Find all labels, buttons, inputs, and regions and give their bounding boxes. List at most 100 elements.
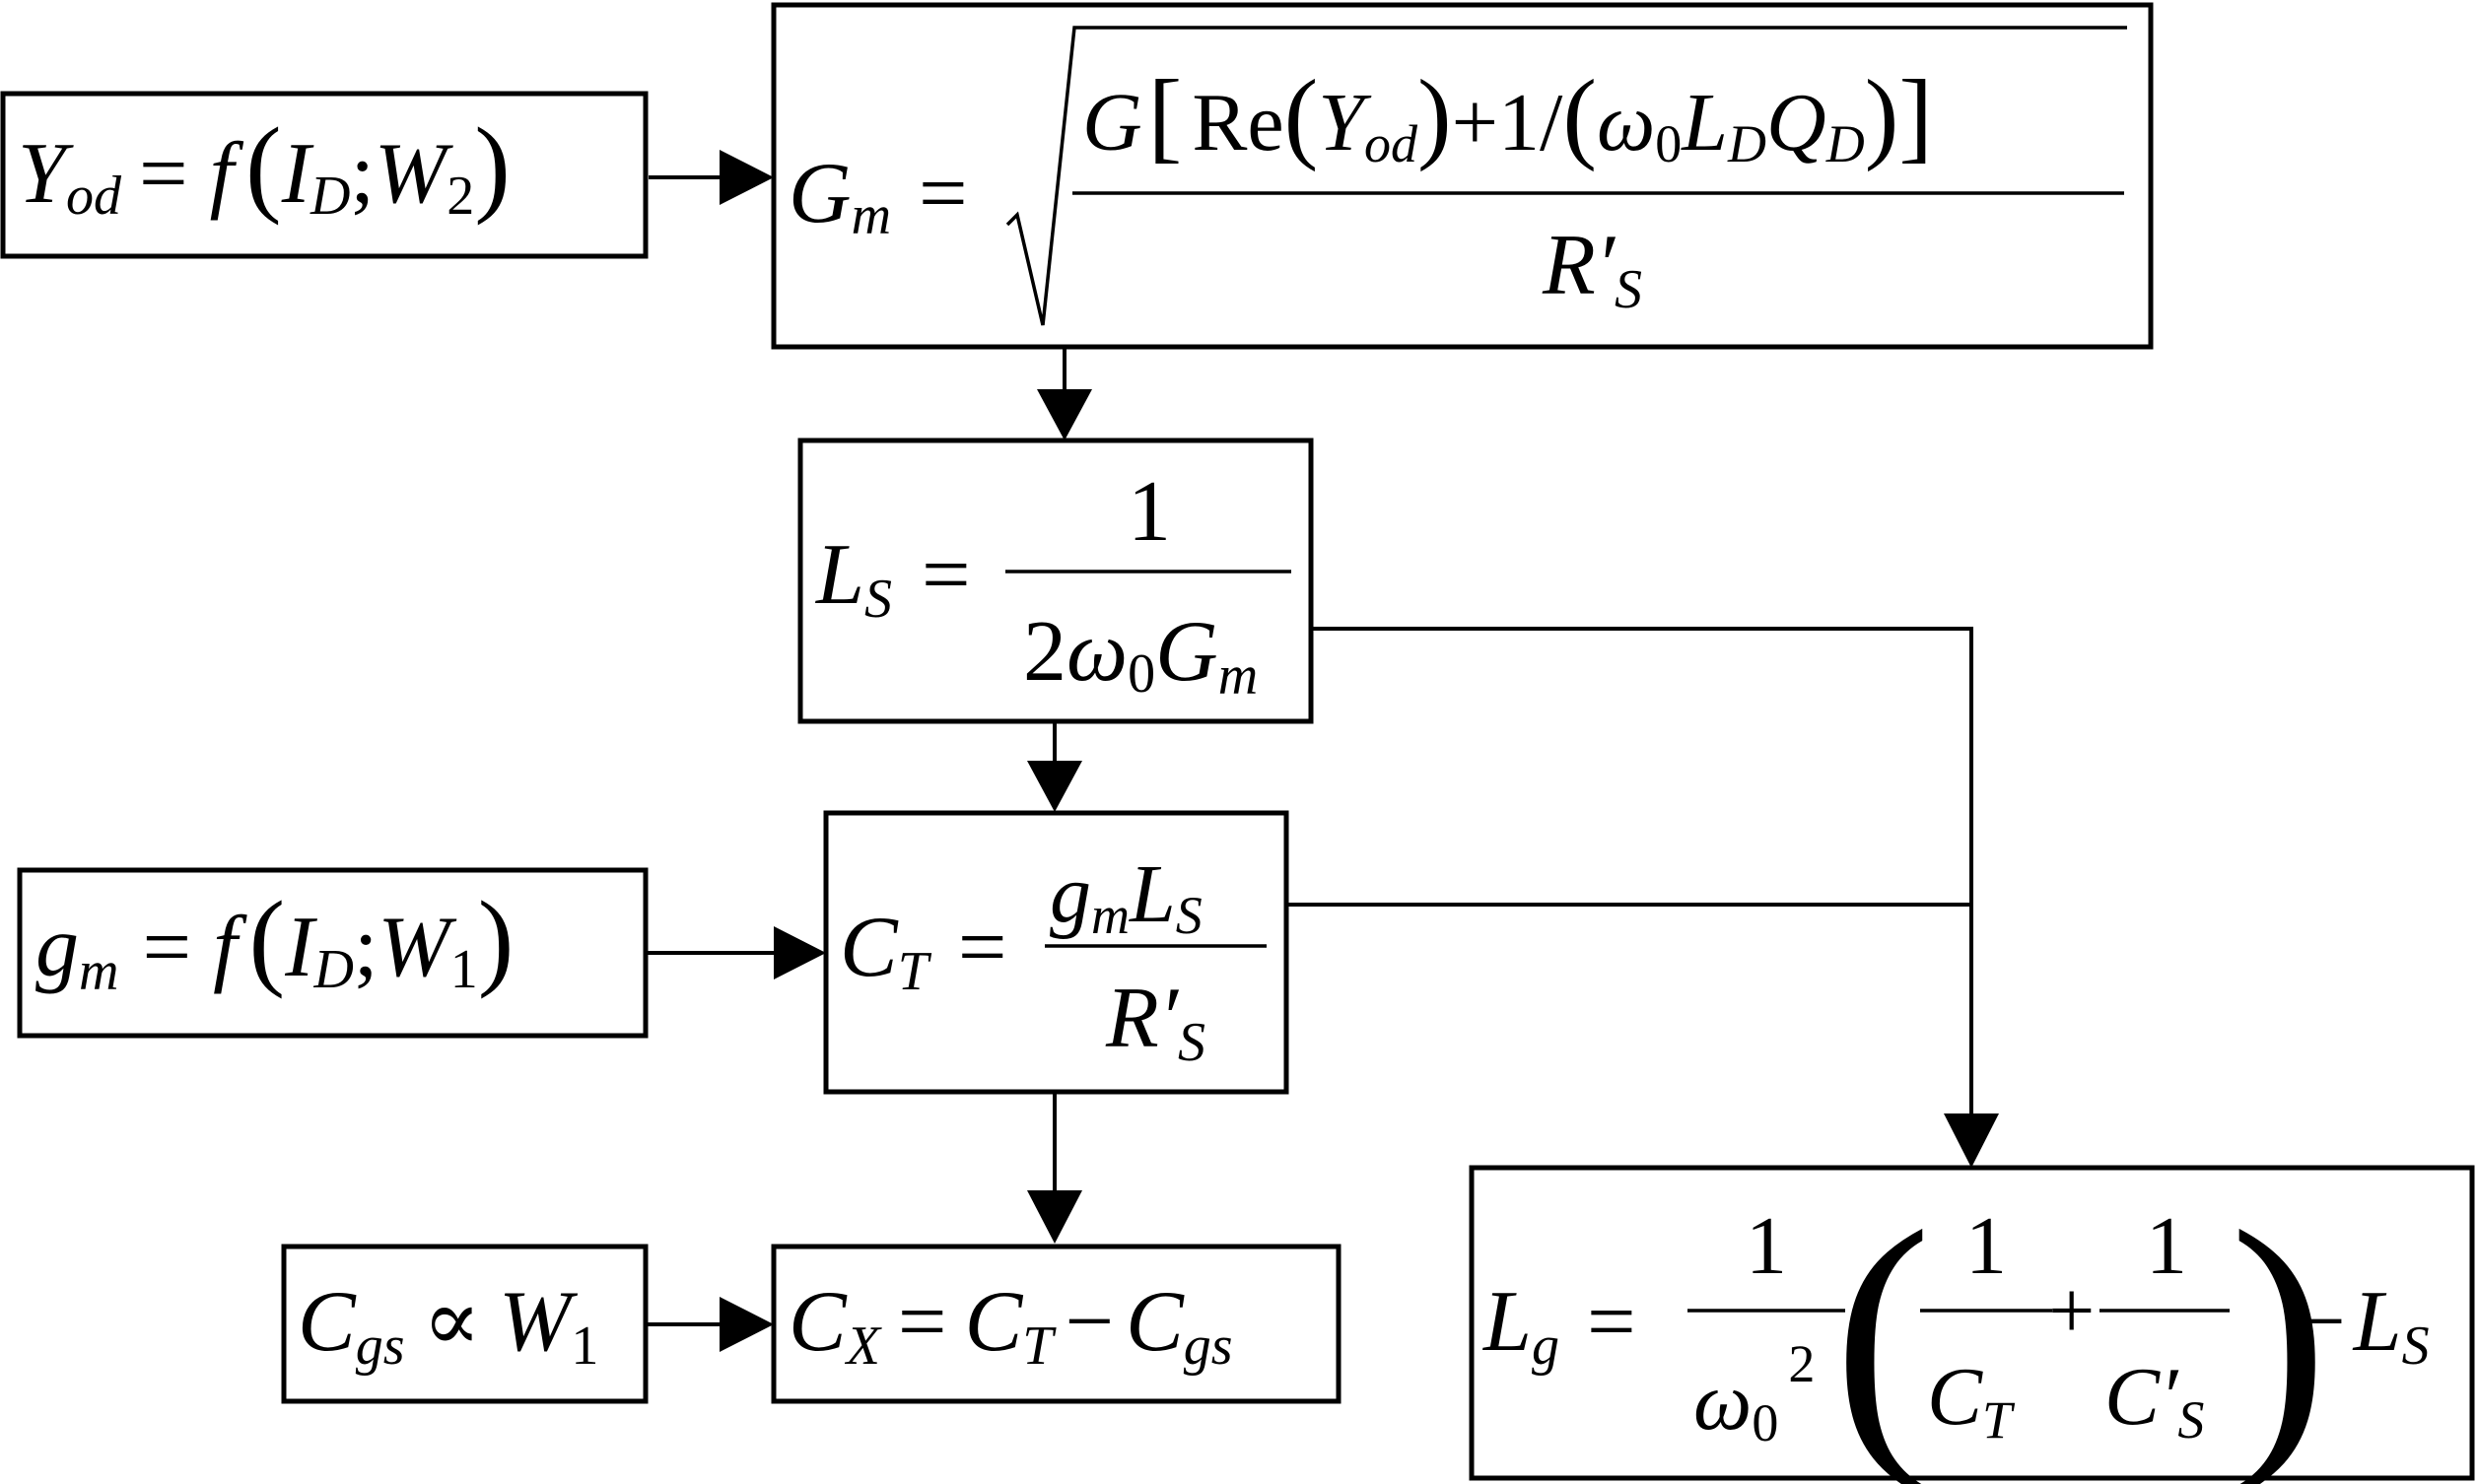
connectors [646, 150, 1999, 1352]
ls-den-G-sub: m [1218, 645, 1258, 707]
gmw-lparen: ( [249, 879, 286, 999]
cgs-box: Cgs∝W1 [281, 1244, 649, 1404]
arrowhead-yod-to-gm [720, 150, 774, 205]
svg-text:CX=CT−Cgs: CX=CT−Cgs [789, 1274, 1233, 1377]
ls-eq: = [922, 527, 971, 623]
arrowhead-gm-to-ls [1037, 389, 1092, 440]
ct-num-L: L [1129, 848, 1176, 940]
ls-den-G: G [1155, 604, 1218, 700]
lg-den-omega: ω [1693, 1356, 1752, 1448]
lg-tail: L [2352, 1274, 2402, 1370]
lg-f2-den-sub: S [2177, 1390, 2204, 1450]
yod-arg1-sub: D [310, 166, 350, 227]
lg-lhs: L [1481, 1274, 1532, 1370]
lg-box: Lg= 1 ω02 ( 1 CT + 1 C′S ) −LS [1469, 1165, 2475, 1484]
gm-num-L-sub: D [1727, 114, 1766, 173]
lg-f2-num: 1 [2146, 1200, 2187, 1292]
yod-arg2: W [375, 126, 453, 222]
gm-num-L: L [1681, 77, 1728, 169]
ct-lhs-sub: T [898, 941, 932, 1002]
yod-lparen: ( [245, 105, 282, 226]
gm-box: Gm = G[Re(Yod)+1/(ω0LDQD)] R′S [771, 2, 2154, 350]
lg-rparen: ) [2230, 1171, 2328, 1484]
svg-text:gm=f(ID;W1): gm=f(ID;W1) [35, 879, 514, 1002]
gmw-arg2: W [378, 900, 456, 995]
ct-eq: = [958, 900, 1007, 995]
wire-ls-to-lg [1311, 627, 1973, 1113]
svg-text:R′S: R′S [1542, 218, 1642, 320]
cx-t1: C [965, 1274, 1024, 1370]
gm-lparen2: ( [1562, 59, 1597, 172]
gm-num-Q: Q [1766, 77, 1826, 169]
lg-f1-num: 1 [1965, 1200, 2007, 1292]
cx-eq: = [898, 1274, 947, 1370]
arrowhead-ct-to-cx [1027, 1190, 1082, 1244]
yod-box: Yod=f(ID;W2) [0, 91, 649, 259]
lg-plus: + [2048, 1265, 2095, 1357]
svg-text:ω02: ω02 [1693, 1334, 1815, 1452]
svg-text:Cgs∝W1: Cgs∝W1 [298, 1274, 598, 1377]
lg-f1-den-sub: T [1982, 1390, 2016, 1450]
ls-lhs-sub: S [864, 569, 892, 630]
ct-lhs: C [840, 900, 899, 995]
cx-lhs: C [789, 1274, 848, 1370]
gmw-arg1-sub: D [313, 939, 354, 1000]
arrowhead-cgs-to-cx [720, 1297, 774, 1352]
gm-rparen2: ) [1865, 59, 1899, 172]
gm-num-Y: Y [1318, 77, 1372, 169]
lg-den-omega-sub: 0 [1752, 1393, 1778, 1452]
sqrt-sign [1005, 26, 2127, 326]
svg-text:CT: CT [1927, 1351, 2016, 1450]
arrowhead-ls-to-ct [1027, 761, 1082, 812]
svg-text:−LS: −LS [2297, 1274, 2430, 1377]
gm-den: R′ [1542, 218, 1617, 313]
gm-num-Y-sub: od [1364, 114, 1418, 173]
gm-lparen: ( [1284, 59, 1319, 172]
gm-den-sub: S [1615, 259, 1642, 320]
svg-text:C′S: C′S [2104, 1351, 2204, 1450]
gm-num-Q-sub: D [1825, 114, 1865, 173]
gm-lbracket: [ [1148, 59, 1183, 172]
gmw-box: gm=f(ID;W1) [17, 867, 649, 1039]
ct-den: R′ [1105, 971, 1180, 1066]
yod-arg1: I [281, 126, 314, 222]
svg-text:Gm=: Gm = [789, 146, 968, 246]
lg-lparen: ( [1833, 1171, 1932, 1484]
cx-t2: C [1126, 1274, 1185, 1370]
yod-arg2-sub: 2 [447, 166, 474, 227]
gm-lhs-sub: m [852, 185, 891, 246]
lg-lhs-sub: g [1532, 1315, 1559, 1377]
yod-lhs-sub: od [66, 166, 122, 227]
cx-t1-sub: T [1022, 1315, 1057, 1377]
arrowhead-gmw-to-ct [774, 926, 826, 979]
cx-minus: − [1065, 1274, 1114, 1370]
gmw-lhs-sub: m [79, 941, 118, 1002]
gm-num-omega: ω [1597, 77, 1655, 169]
gm-rbracket: ] [1898, 59, 1933, 172]
svg-text:LS=: LS= [814, 527, 971, 630]
ls-den-omega-sub: 0 [1128, 643, 1155, 705]
ls-den-2: 2 [1023, 604, 1066, 700]
svg-text:gmLS: gmLS [1050, 848, 1203, 945]
lg-den-omega-sup: 2 [1788, 1334, 1815, 1393]
lg-num1: 1 [1746, 1200, 1787, 1292]
ls-num: 1 [1128, 464, 1171, 560]
cgs-rhs-sub: 1 [571, 1315, 598, 1377]
yod-eq: = [139, 126, 188, 222]
gm-num-G: G [1082, 77, 1142, 169]
cgs-lhs: C [298, 1274, 357, 1370]
ct-box: CT = gmLS R′S [823, 810, 1289, 1095]
lg-tail-sub: S [2402, 1315, 2430, 1377]
svg-text:CT=: CT = [840, 900, 1007, 1002]
cx-box: CX=CT−Cgs [771, 1244, 1342, 1404]
ct-den-sub: S [1178, 1012, 1205, 1073]
svg-text:R′S: R′S [1105, 971, 1205, 1073]
gmw-eq: = [142, 900, 191, 995]
gm-eq: = [919, 146, 968, 241]
ls-den-omega: ω [1066, 604, 1128, 700]
svg-text:G[Re(Yod)+1/(ω0LDQD)]: G[Re(Yod)+1/(ω0LDQD)] [1082, 59, 1933, 173]
gm-lhs: G [789, 146, 852, 241]
yod-sep: ; [350, 126, 374, 222]
gmw-arg2-sub: 1 [450, 939, 478, 1000]
